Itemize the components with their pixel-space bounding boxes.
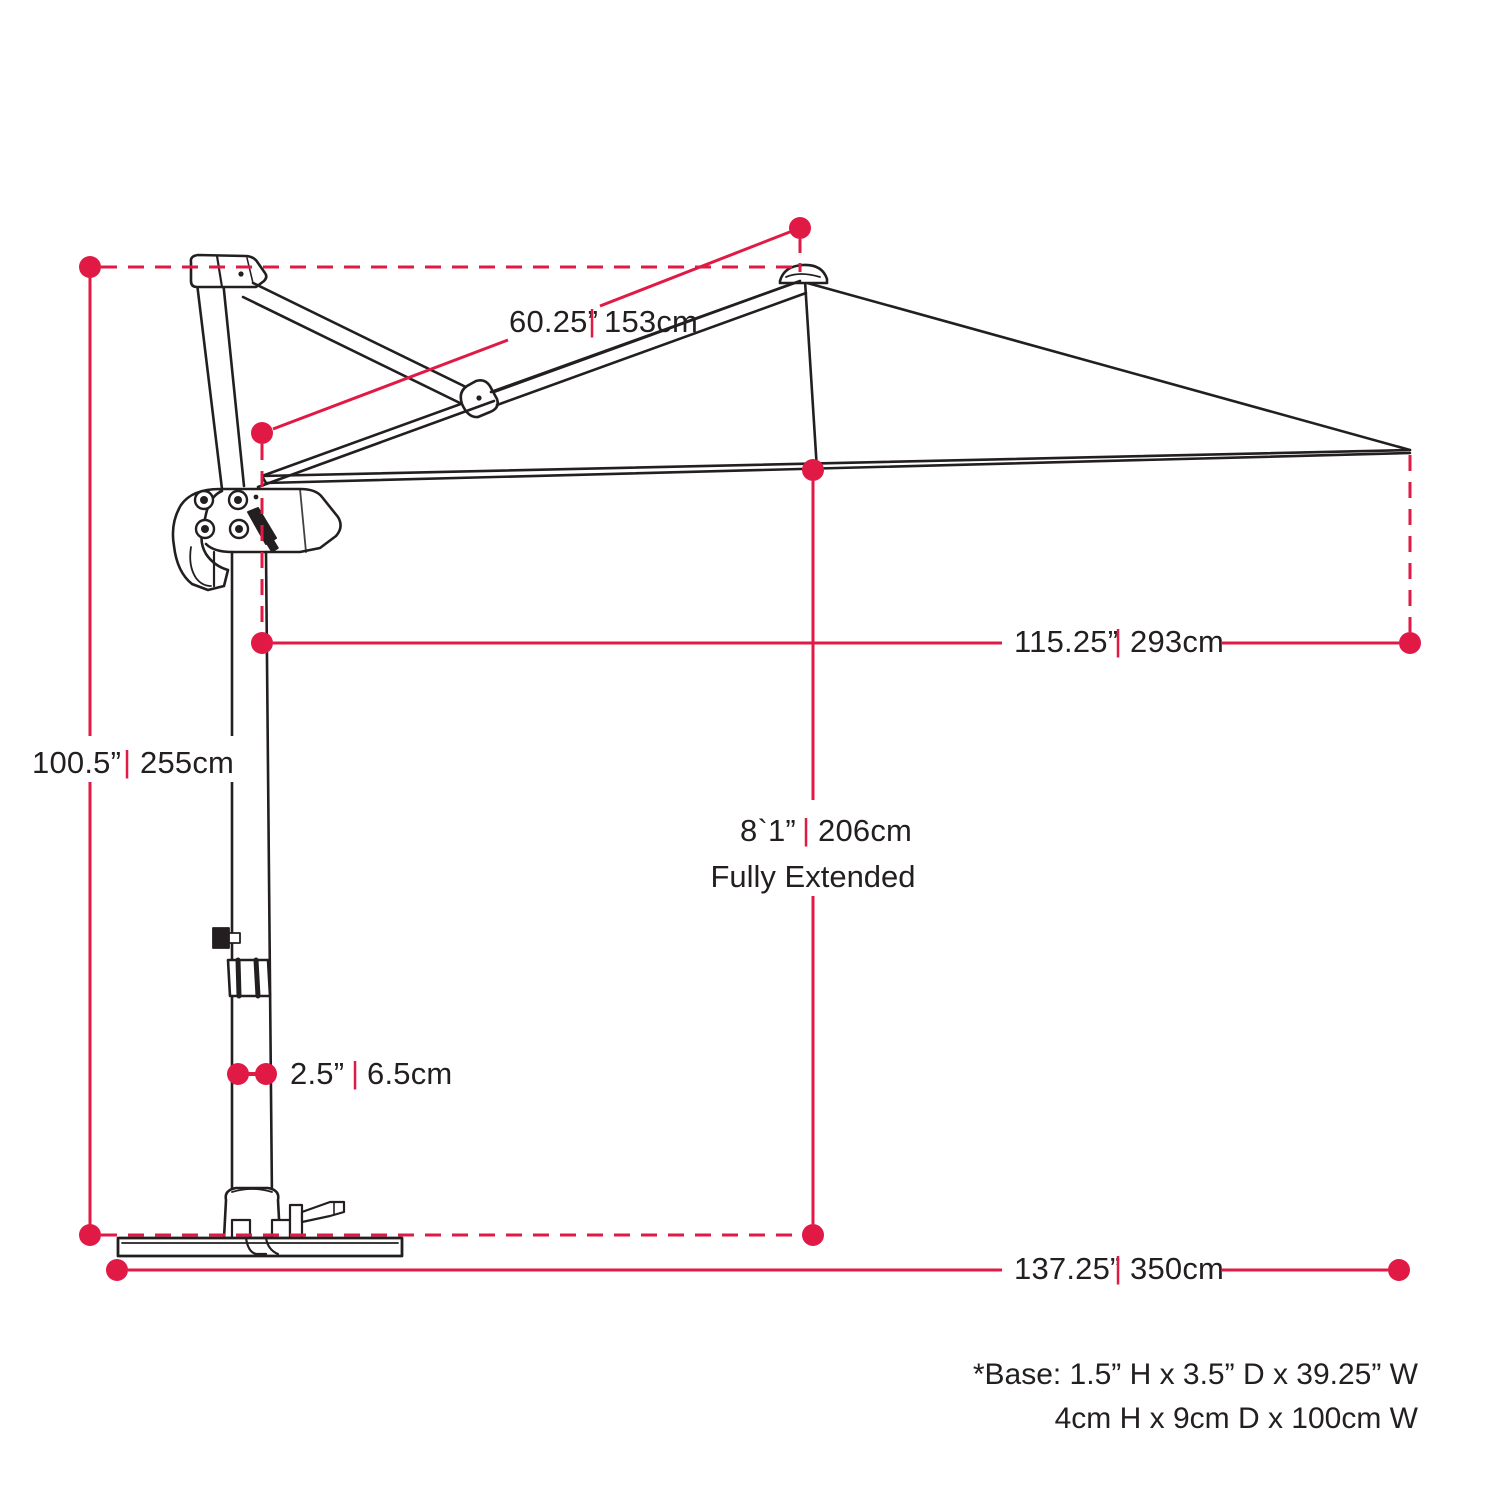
overall-width-annotation: 137.25” | 350cm (106, 1250, 1410, 1286)
canopy-reach-imperial: 115.25” (1014, 624, 1118, 659)
pole-diameter-separator: | (351, 1055, 359, 1090)
overall-width-imperial: 137.25” (1014, 1251, 1121, 1286)
overall-height-separator: | (123, 744, 131, 779)
canopy-slant-origin-dot (251, 422, 273, 444)
overall-height-annotation: 100.5” | 255cm (22, 256, 812, 1246)
overall-height-label-backing (22, 736, 240, 782)
clearance-note: Fully Extended (710, 859, 915, 894)
clearance-separator: | (802, 812, 810, 847)
canopy-slant-separator: | (588, 303, 596, 338)
pole-diameter-imperial: 2.5” (290, 1056, 344, 1091)
overall-width-left-dot (106, 1259, 128, 1281)
pole-diameter-left-dot (227, 1063, 249, 1085)
clearance-height-annotation: 8`1” | 206cm Fully Extended (710, 459, 916, 1246)
umbrella-illustration (116, 253, 1412, 1258)
overall-height-bottom-dot (79, 1224, 101, 1246)
pole-diameter-metric: 6.5cm (367, 1056, 452, 1091)
canopy-slant-leader-right (599, 226, 801, 308)
base-footnote-imperial: *Base: 1.5” H x 3.5” D x 39.25” W (973, 1358, 1419, 1391)
lower-strut (256, 399, 496, 489)
overall-height-imperial: 100.5” (32, 745, 121, 780)
dimension-annotations: 100.5” | 255cm 60.25” | 153cm 115.25” | (22, 217, 1421, 1286)
canopy-slant-metric: 153cm (604, 304, 698, 339)
canopy-slant-end-dot (789, 217, 811, 239)
clearance-metric: 206cm (818, 813, 912, 848)
clearance-imperial: 8`1” (740, 813, 796, 848)
canopy-reach-separator: | (1114, 623, 1122, 658)
umbrella-base (116, 1186, 404, 1258)
hub-bolts (193, 489, 250, 540)
overall-width-right-dot (1388, 1259, 1410, 1281)
canopy-finial-icon (778, 263, 829, 285)
main-pole (212, 550, 274, 1202)
upper-mast (189, 253, 268, 491)
base-footnotes: *Base: 1.5” H x 3.5” D x 39.25” W 4cm H … (973, 1358, 1419, 1435)
canopy-slant-leader-left (272, 338, 509, 431)
support-arm (241, 279, 808, 419)
canopy-reach-annotation: 115.25” | 293cm (251, 455, 1421, 659)
overall-width-separator: | (1114, 1250, 1122, 1285)
canopy-reach-right-dot (1399, 632, 1421, 654)
clearance-bottom-dot (802, 1224, 824, 1246)
pole-diameter-annotation: 2.5” | 6.5cm (227, 1055, 452, 1091)
canopy-reach-left-dot (251, 632, 273, 654)
canopy-slant-imperial: 60.25” (509, 304, 598, 339)
overall-height-metric: 255cm (140, 745, 234, 780)
canopy-slant-annotation: 60.25” | 153cm (251, 217, 811, 632)
base-footnote-metric: 4cm H x 9cm D x 100cm W (1055, 1402, 1419, 1435)
clearance-top-dot (802, 459, 824, 481)
overall-width-metric: 350cm (1130, 1251, 1224, 1286)
canopy-reach-metric: 293cm (1130, 624, 1224, 659)
overall-height-top-dot (79, 256, 101, 278)
pivot-hub (171, 487, 342, 592)
pole-diameter-right-dot (255, 1063, 277, 1085)
